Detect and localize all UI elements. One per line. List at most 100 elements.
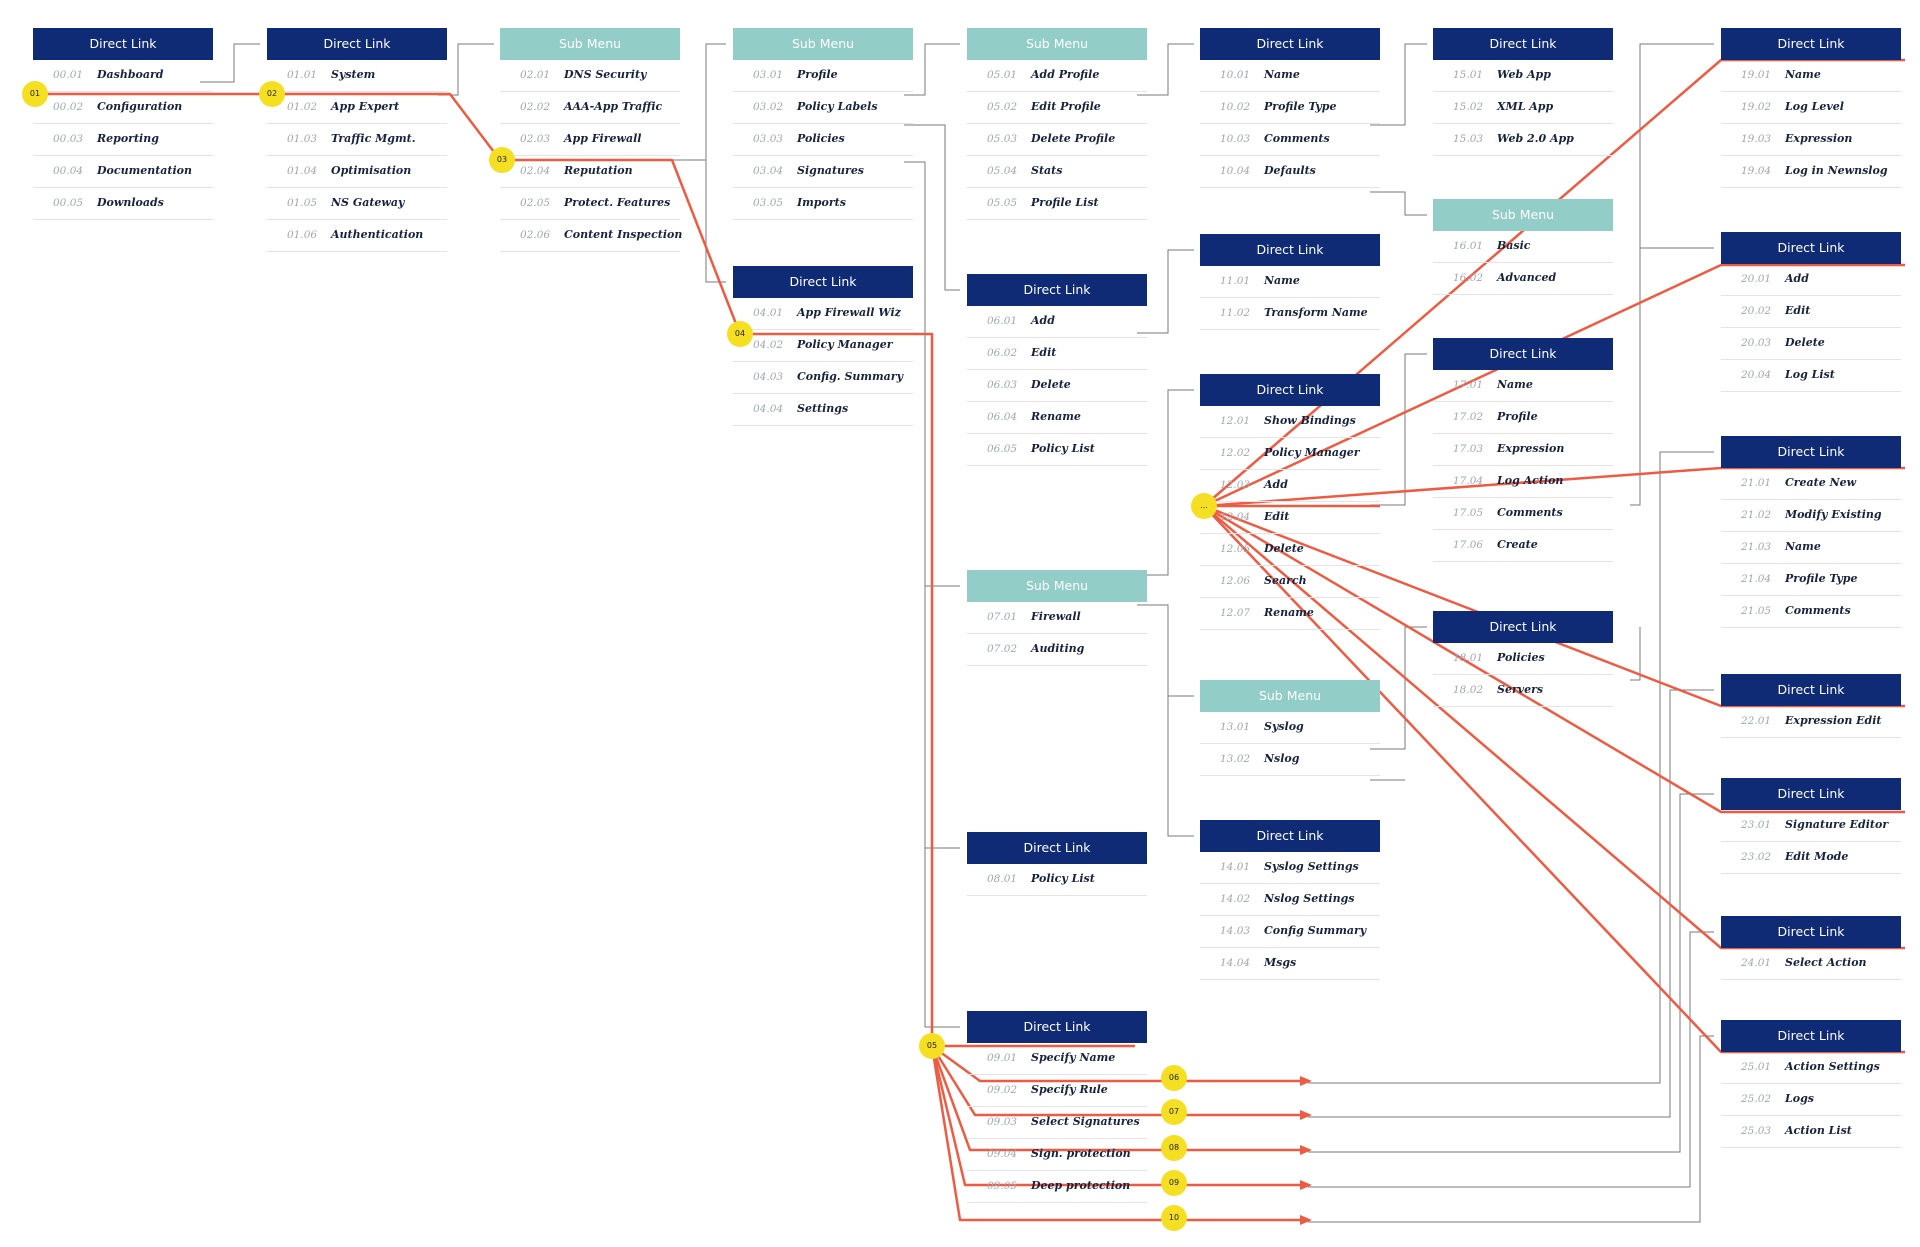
item-code: 23.02 [1741,851,1772,863]
item-label: Delete [1031,378,1071,391]
tree-connector [1630,43,1714,506]
item-code: 21.05 [1741,605,1772,617]
